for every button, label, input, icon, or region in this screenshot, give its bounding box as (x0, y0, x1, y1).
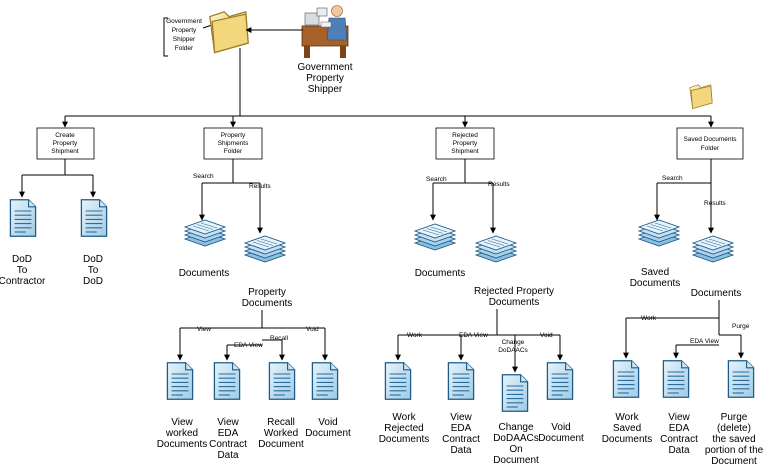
edge-recall: Recall (270, 335, 289, 342)
edge-eda-view: EDA View (459, 332, 488, 339)
collection-documents: Documents (179, 268, 230, 279)
edge-search: Search (426, 176, 447, 183)
edge-results: Results (704, 200, 726, 207)
document-icon[interactable] (268, 362, 296, 400)
documents-stack-icon[interactable] (414, 223, 456, 251)
edge-purge: Purge (732, 323, 750, 330)
document-icon[interactable] (447, 362, 475, 400)
edge-results: Results (488, 181, 510, 188)
folder-icon[interactable] (209, 11, 249, 54)
documents-stack-icon[interactable] (692, 235, 734, 263)
property-documents-stack-icon[interactable] (244, 235, 286, 263)
edge-eda-view: EDA View (234, 342, 263, 349)
documents-stack-icon[interactable] (184, 219, 226, 247)
edge-search: Search (193, 173, 214, 180)
document-icon[interactable] (501, 374, 529, 412)
rejected-documents-stack-icon[interactable] (475, 235, 517, 263)
collection-documents: Documents (691, 288, 742, 299)
document-icon[interactable] (213, 362, 241, 400)
document-icon[interactable] (612, 360, 640, 398)
document-icon[interactable] (311, 362, 339, 400)
document-icon[interactable] (9, 199, 37, 237)
document-icon[interactable] (662, 360, 690, 398)
edge-work: Work (407, 332, 423, 339)
document-icon[interactable] (384, 362, 412, 400)
saved-folder-icon (689, 84, 713, 109)
person-at-desk-icon[interactable] (301, 5, 349, 59)
edge-search: Search (662, 175, 683, 182)
edge-void: Void (306, 326, 319, 333)
edge-void: Void (540, 332, 553, 339)
edge-work: Work (641, 315, 657, 322)
document-icon[interactable] (80, 199, 108, 237)
edge-eda-view: EDA View (690, 338, 719, 345)
document-icon[interactable] (166, 362, 194, 400)
document-icon[interactable] (727, 360, 755, 398)
collection-documents: Documents (415, 268, 466, 279)
saved-documents-stack-icon[interactable] (638, 219, 680, 247)
document-icon[interactable] (546, 362, 574, 400)
edge-view: View (197, 326, 211, 333)
